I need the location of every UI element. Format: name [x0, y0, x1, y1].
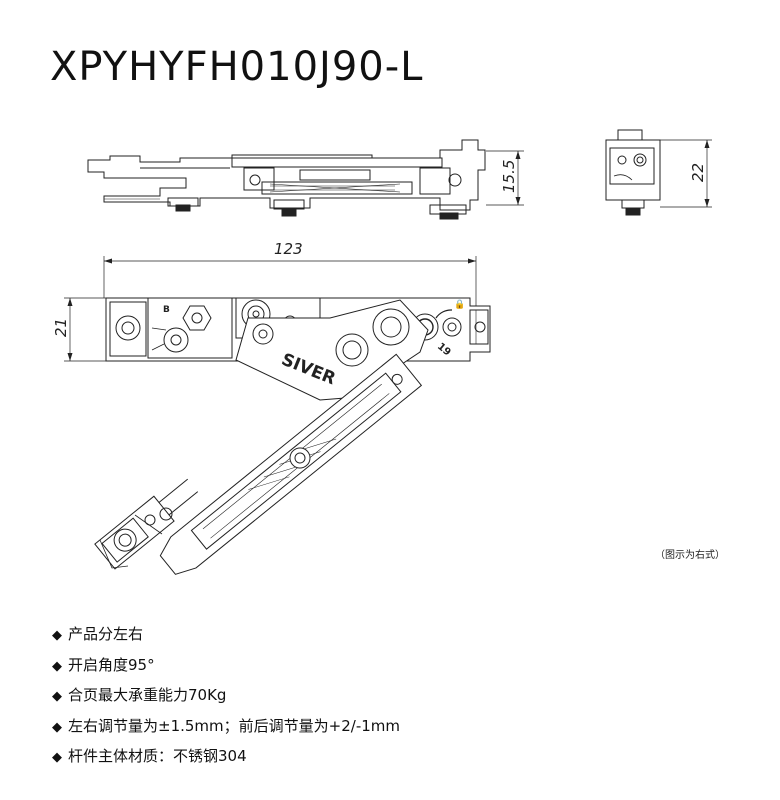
dimension-depth: 22 — [689, 163, 707, 182]
figure-caption: （图示为右式） — [655, 550, 725, 561]
diamond-bullet-icon: ◆ — [52, 750, 62, 765]
diamond-bullet-icon: ◆ — [52, 628, 62, 643]
list-item: ◆开启角度95° — [52, 651, 400, 682]
dimension-length: 123 — [274, 240, 303, 258]
end-view: 22 — [605, 129, 712, 216]
diamond-bullet-icon: ◆ — [52, 658, 62, 674]
svg-text:🔒: 🔒 — [454, 299, 465, 310]
dimension-height-side: 15.5 — [500, 160, 518, 193]
list-item: ◆合页最大承重能力70Kg — [52, 681, 400, 712]
mark-v: 19 — [435, 341, 453, 358]
diamond-bullet-icon: ◆ — [52, 719, 62, 735]
side-view: 15.5 — [87, 139, 524, 220]
page-title: XPYHYFH010J90-L — [50, 44, 424, 90]
mark-b: B — [163, 305, 170, 315]
dimension-width: 21 — [52, 318, 70, 337]
feature-list: ◆产品分左右 ◆开启角度95° ◆合页最大承重能力70Kg ◆左右调节量为±1.… — [52, 620, 400, 773]
list-item: ◆产品分左右 — [52, 620, 400, 651]
list-item: ◆左右调节量为±1.5mm；前后调节量为+2/-1mm — [52, 712, 400, 743]
list-item: ◆杆件主体材质：不锈钢304 — [52, 742, 400, 773]
diamond-bullet-icon: ◆ — [52, 689, 62, 704]
top-view: 123 21 B 🔒 19 — [52, 240, 491, 575]
